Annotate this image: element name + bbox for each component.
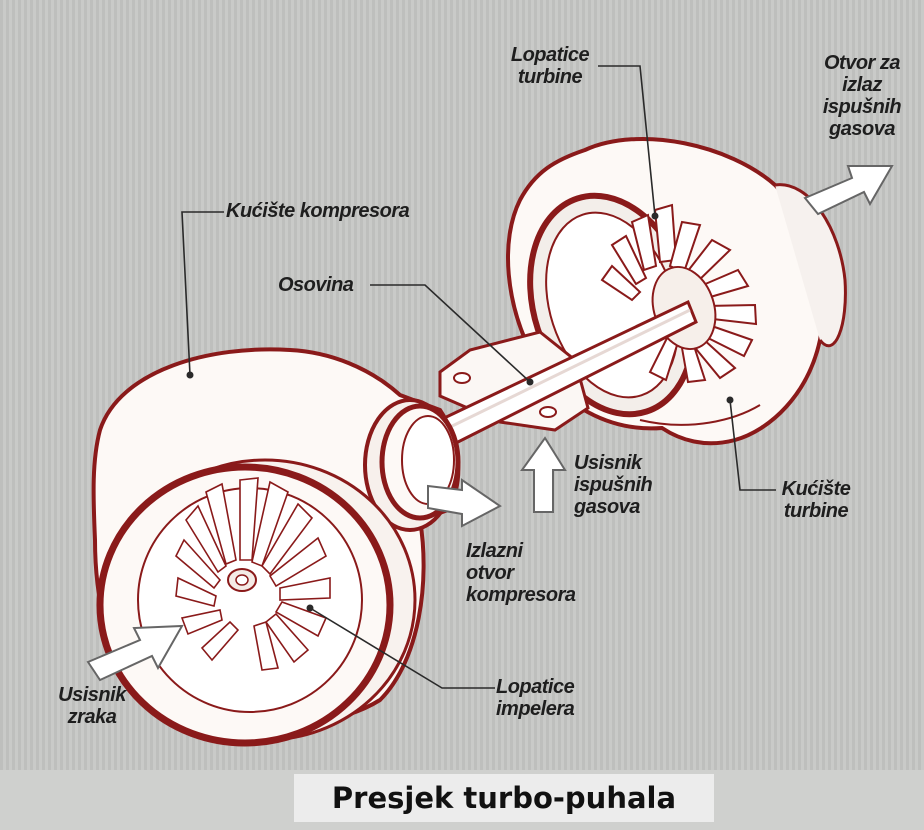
caption: Presjek turbo-puhala bbox=[294, 774, 714, 822]
label-compressor-housing: Kućište kompresora bbox=[226, 200, 409, 222]
flange-bolt-hole bbox=[540, 407, 556, 417]
label-exhaust-outlet: Otvor za izlaz ispušnih gasova bbox=[810, 52, 914, 140]
label-shaft: Osovina bbox=[278, 274, 353, 296]
label-air-inlet: Usisnik zraka bbox=[44, 684, 140, 728]
label-compressor-outlet: Izlazni otvor kompresora bbox=[466, 540, 576, 606]
label-exhaust-inlet: Usisnik ispušnih gasova bbox=[574, 452, 652, 518]
label-impeller-blades: Lopatice impelera bbox=[496, 676, 574, 720]
label-turbine-blades: Lopatice turbine bbox=[496, 44, 604, 88]
label-turbine-housing: Kućište turbine bbox=[768, 478, 864, 522]
flange-bolt-hole bbox=[454, 373, 470, 383]
